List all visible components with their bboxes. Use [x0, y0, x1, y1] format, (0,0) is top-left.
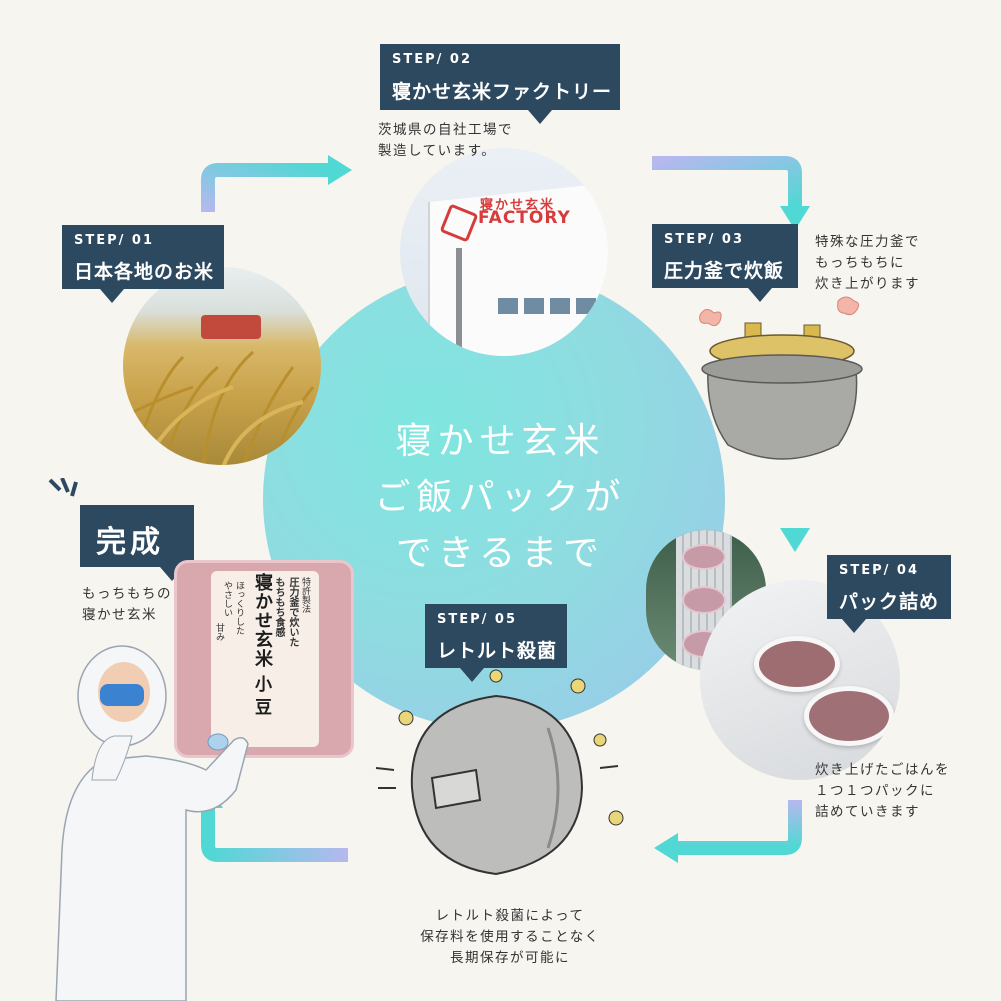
step1-label-pointer	[100, 289, 124, 303]
step3-label-pointer	[748, 288, 772, 302]
step5-label-pointer	[460, 668, 484, 682]
step2-desc: 茨城県の自社工場で 製造しています。	[378, 122, 513, 159]
timer-icon	[570, 678, 586, 694]
worker-suit	[55, 737, 249, 1001]
step1-label: STEP/ 01 日本各地のお米	[62, 225, 224, 289]
rice-bowl-2	[804, 686, 894, 746]
pack-l3: もちもち食感	[273, 577, 284, 637]
pack-l1: 特許製法	[300, 577, 310, 613]
timer-icon	[489, 669, 503, 683]
pack-tray-2	[682, 586, 726, 614]
step5-label: STEP/ 05 レトルト殺菌	[425, 604, 567, 668]
pack-name: 寝かせ玄米	[252, 573, 273, 668]
mask-icon	[100, 684, 144, 706]
step2-tag: STEP/ 02	[392, 52, 473, 67]
factory-pipe	[456, 248, 462, 356]
step2-label-pointer	[528, 110, 552, 124]
step3-tag: STEP/ 03	[664, 232, 745, 247]
pack-l2: 圧力釜で炊いた	[287, 577, 298, 647]
step4-title: パック詰め	[839, 591, 940, 613]
arrow-1-2	[201, 163, 330, 212]
step3-title: 圧力釜で炊飯	[664, 260, 785, 282]
pack-flavor: 小 豆	[251, 675, 271, 715]
step4-desc: 炊き上げたごはんを １つ１つパックに 詰めていきます	[815, 762, 950, 820]
steam-icon	[699, 309, 722, 327]
motion-line	[375, 765, 619, 789]
pack-tray-1	[682, 544, 726, 570]
arrow-4-5-head	[654, 833, 678, 863]
rice-stalks	[123, 350, 315, 465]
arrow-2-3-head	[780, 206, 810, 230]
factory-sign-top: 寝かせ玄米	[480, 198, 556, 213]
step2-label: STEP/ 02 寝かせ玄米ファクトリー	[380, 44, 620, 110]
arrow-4-5	[675, 800, 802, 855]
center-title-line1: 寝かせ玄米	[395, 421, 606, 462]
pack-sub1: ほっくりした	[234, 581, 244, 635]
step5-title: レトルト殺菌	[437, 640, 558, 662]
step1-tag: STEP/ 01	[74, 233, 155, 248]
complete-title: 完成	[96, 525, 164, 560]
arrow-1-2-head	[328, 155, 352, 185]
pack-sub3: 甘み	[214, 623, 224, 641]
worker-illustration	[55, 645, 249, 1001]
factory-windows	[498, 298, 598, 314]
step4-tag: STEP/ 04	[839, 563, 920, 578]
pressure-cooker-illustration	[699, 296, 863, 460]
retort-sterilizer-illustration	[375, 669, 624, 876]
timer-icon	[398, 710, 414, 726]
factory-photo: 寝かせ玄米 FACTORY	[400, 148, 608, 356]
complete-label: 完成	[80, 505, 194, 567]
factory-sign-bottom: FACTORY	[478, 208, 571, 228]
complete-desc: もっちもちの 寝かせ玄米	[82, 586, 172, 623]
step3-label: STEP/ 03 圧力釜で炊飯	[652, 224, 798, 288]
timer-icon	[593, 733, 607, 747]
harvester	[201, 315, 261, 339]
steam-icon-2	[837, 296, 860, 316]
sterilizer-door	[430, 768, 482, 810]
pack-sub2: やさしい	[222, 581, 232, 617]
arrow-3-4-head	[780, 528, 810, 552]
step4-label-pointer	[842, 619, 866, 633]
step5-desc: レトルト殺菌によって 保存料を使用することなく 長期保存が可能に	[420, 908, 600, 966]
center-title-line2: ご飯パックが	[374, 477, 627, 518]
arrow-2-3	[652, 156, 802, 208]
step5-tag: STEP/ 05	[437, 612, 518, 627]
step4-label: STEP/ 04 パック詰め	[827, 555, 951, 619]
step3-desc: 特殊な圧力釜で もっちもちに 炊き上がります	[815, 234, 920, 292]
arrow-5-6	[201, 805, 348, 862]
sterilizer-body	[410, 694, 584, 876]
timer-icon	[608, 810, 624, 826]
step2-title: 寝かせ玄米ファクトリー	[392, 81, 613, 103]
center-title-line3: できるまで	[395, 533, 606, 574]
step1-title: 日本各地のお米	[74, 261, 215, 283]
sparkle-lines	[48, 477, 80, 502]
rice-pack-product: 特許製法 圧力釜で炊いた もちもち食感 寝かせ玄米 小 豆 ほっくりした やさし…	[174, 560, 354, 758]
worker-arm	[91, 735, 133, 781]
rice-field-photo	[123, 267, 321, 465]
rice-bowl-1	[754, 636, 840, 692]
worker-hand-pointing	[207, 733, 229, 751]
pack-label-panel	[211, 571, 319, 747]
